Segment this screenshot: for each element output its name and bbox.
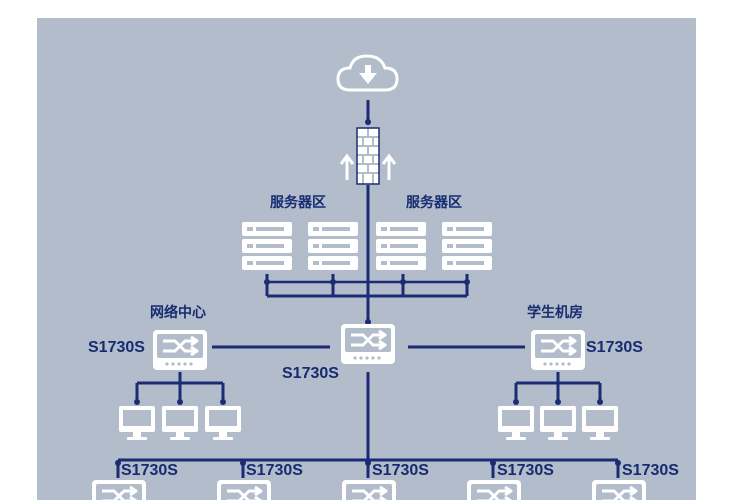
access-switch-label-3: S1730S (372, 462, 429, 479)
access-switch-icon (340, 478, 398, 500)
access-switch-label-4: S1730S (497, 462, 554, 479)
left-switch-icon (151, 328, 209, 372)
access-switch-label-2: S1730S (246, 462, 303, 479)
cloud-download-icon (336, 54, 399, 92)
firewall-icon (339, 127, 397, 185)
monitor-icon (582, 406, 618, 440)
right-switch-label: S1730S (586, 339, 643, 356)
monitor-icon (498, 406, 534, 440)
server-icon (242, 222, 292, 270)
access-switch-icon (215, 478, 273, 500)
monitor-icon (162, 406, 198, 440)
access-switch-icon (590, 478, 648, 500)
core-switch-label: S1730S (282, 365, 339, 382)
server-zone-left-label: 服务器区 (270, 194, 326, 211)
left-switch-label: S1730S (88, 339, 145, 356)
connection-dots (115, 119, 621, 466)
access-switch-label-1: S1730S (121, 462, 178, 479)
access-switch-icon (465, 478, 523, 500)
access-switch-icon (90, 478, 148, 500)
server-icon (308, 222, 358, 270)
student-lab-label: 学生机房 (527, 304, 583, 321)
right-switch-icon (529, 328, 587, 372)
monitor-icon (205, 406, 241, 440)
server-zone-right-label: 服务器区 (406, 194, 462, 211)
network-center-label: 网络中心 (150, 304, 206, 321)
server-icon (376, 222, 426, 270)
monitor-icon (540, 406, 576, 440)
monitor-icon (119, 406, 155, 440)
server-icon (442, 222, 492, 270)
core-switch-icon (339, 322, 397, 366)
access-switch-label-5: S1730S (622, 462, 679, 479)
